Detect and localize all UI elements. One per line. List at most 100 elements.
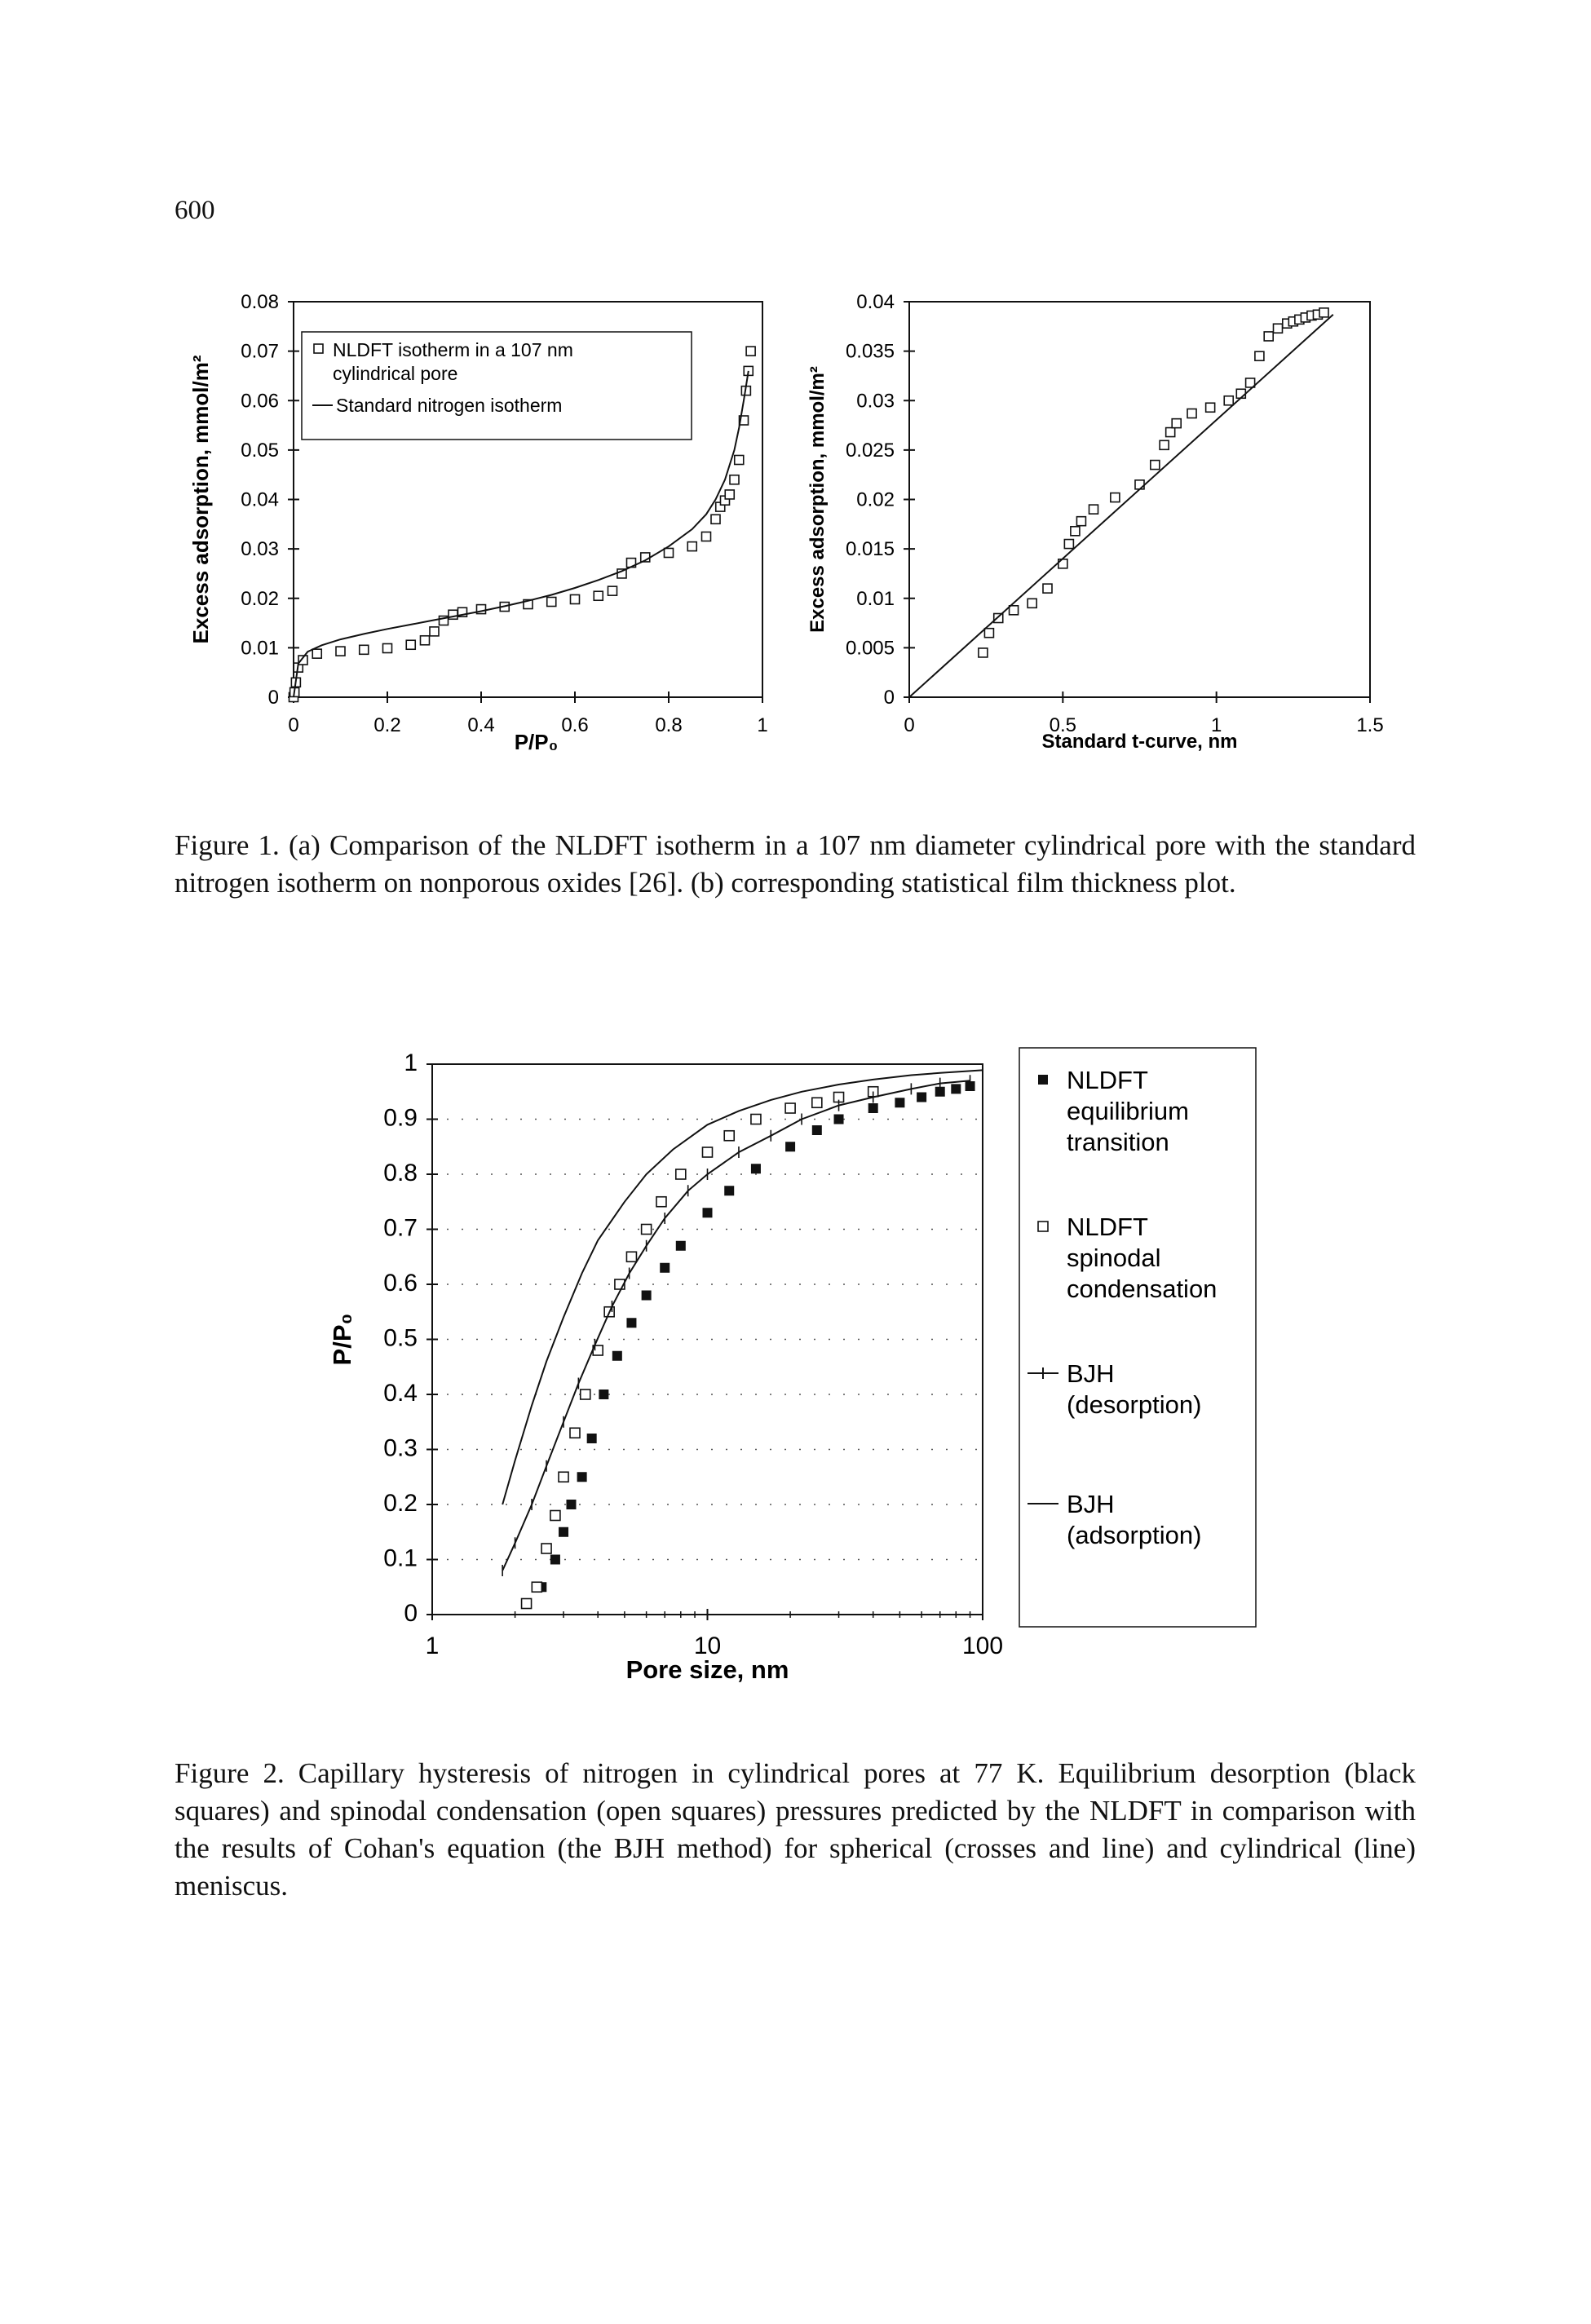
legend-label: BJH(adsorption) [1067,1490,1201,1549]
y-tick-label: 0 [884,687,895,709]
series-nldft-isotherm-in-a-107-nm-cylindrical-pore-point [546,596,557,608]
series-nldft-isotherm-in-a-107-nm-cylindrical-pore-point [710,514,721,525]
series-nldft-isotherm-in-a-107-nm-cylindrical-pore-point [745,346,756,356]
legend-marker-filled-square [1038,1075,1048,1085]
y-tick-label: 0.05 [241,440,279,462]
y-tick-label: 0.8 [383,1160,418,1186]
series-open-square-point [1263,331,1275,342]
series-nldft-equilibrium-transition-point [702,1208,713,1218]
series-open-square-point [1063,538,1075,550]
plot-frame [908,301,1371,698]
y-tick-label: 0.005 [846,637,895,659]
series-nldft-equilibrium-transition-point [724,1186,735,1196]
series-nldft-equilibrium-transition-point [559,1527,569,1537]
legend-label-line: (adsorption) [1067,1521,1201,1549]
series-nldft-isotherm-in-a-107-nm-cylindrical-pore-point [700,531,712,542]
series-nldft-equilibrium-transition-point [895,1098,905,1108]
series-nldft-equilibrium-transition-point [550,1554,560,1565]
page-number: 600 [175,196,215,225]
series-nldft-spinodal-condensation-point [625,1251,638,1263]
series-open-square-point [1223,395,1235,406]
series-nldft-spinodal-condensation-point [723,1129,736,1142]
y-axis-label: Excess adsorption, mmol/m² [807,366,829,633]
series-open-square-point [1272,323,1284,334]
y-axis-label: Excess adsorption, mmol/m² [188,355,213,643]
series-open-square-point [1244,378,1256,388]
series-nldft-equilibrium-transition-point [785,1142,796,1152]
y-tick-label: 0.04 [856,291,895,313]
legend-box [301,331,692,440]
series-nldft-spinodal-condensation-point [569,1427,581,1439]
legend-label-line: equilibrium [1067,1097,1189,1125]
series-nldft-spinodal-condensation-point [674,1169,687,1180]
series-nldft-isotherm-in-a-107-nm-cylindrical-pore-point [335,646,346,656]
x-tick-label: 0 [288,714,298,736]
series-open-square-point [1070,525,1081,537]
y-tick-label: 0.015 [846,538,895,560]
series-nldft-isotherm-in-a-107-nm-cylindrical-pore-point [687,541,698,552]
x-tick-label: 1.5 [1356,714,1383,736]
series-open-square-point [1204,402,1216,413]
series-open-square-point [983,627,995,638]
series-nldft-isotherm-in-a-107-nm-cylindrical-pore-point [593,590,604,602]
legend-label-line: spinodal [1067,1244,1160,1272]
series-nldft-spinodal-condensation-point [531,1581,543,1593]
legend-label-line: NLDFT [1067,1066,1148,1094]
x-tick-label: 0.6 [561,714,588,736]
legend-label-line: transition [1067,1128,1169,1156]
series-nldft-isotherm-in-a-107-nm-cylindrical-pore-point [298,655,308,665]
x-tick-label: 0 [904,714,914,736]
series-open-square-point [1165,426,1176,438]
y-tick-label: 0.02 [241,588,279,610]
series-open-square-point [1042,583,1053,594]
series-nldft-spinodal-condensation-point [701,1147,714,1158]
series-nldft-equilibrium-transition-point [577,1472,587,1482]
x-tick-label: 1 [757,714,767,736]
series-nldft-equilibrium-transition-point [566,1500,577,1509]
y-tick-label: 0.6 [383,1270,418,1297]
series-open-square-point [1008,604,1019,616]
series-nldft-equilibrium-transition-point [833,1114,844,1124]
legend-label: BJH(desorption) [1067,1359,1201,1419]
series-open-square-point [1187,408,1197,419]
series-open-square-point [1027,598,1037,609]
series-group [288,346,756,703]
series-nldft-spinodal-condensation-point [811,1097,823,1109]
x-tick-label: 10 [694,1633,721,1659]
y-tick-label: 0.2 [383,1490,418,1517]
legend-marker-open-square [313,343,324,354]
series-nldft-isotherm-in-a-107-nm-cylindrical-pore-point [738,415,749,426]
series-open-square-point [1171,418,1182,429]
series-nldft-spinodal-condensation-point [656,1195,667,1208]
y-tick-label: 0.3 [383,1435,418,1462]
series-nldft-isotherm-in-a-107-nm-cylindrical-pore-point [358,644,369,656]
x-axis-label: Standard t-curve, nm [1041,731,1237,753]
x-tick-label: 1 [1211,714,1222,736]
series-nldft-equilibrium-transition-point [951,1084,961,1094]
series-nldft-isotherm-in-a-107-nm-cylindrical-pore-point [419,634,431,646]
series-bjh-desorption-line [502,1080,970,1571]
y-tick-label: 1 [404,1049,418,1076]
series-nldft-isotherm-in-a-107-nm-cylindrical-pore-point [724,489,736,500]
legend-box [1019,1047,1257,1628]
y-tick-label: 0.035 [846,341,895,363]
series-nldft-spinodal-condensation-point [784,1102,796,1114]
y-axis-label: P/P₀ [328,1314,356,1366]
series-nldft-equilibrium-transition-point [811,1125,822,1135]
series-nldft-equilibrium-transition-point [626,1318,637,1328]
series-nldft-spinodal-condensation-point [541,1543,552,1554]
y-tick-label: 0.03 [241,538,279,560]
series-open-square-point [1159,440,1169,451]
series-nldft-isotherm-in-a-107-nm-cylindrical-pore-point [382,643,393,654]
y-tick-label: 0.04 [241,489,279,511]
y-tick-label: 0.08 [241,291,279,313]
x-tick-label: 0.8 [655,714,682,736]
series-open-square-point [1110,492,1120,503]
series-nldft-spinodal-condensation-point [750,1113,762,1125]
series-open-square-point [1134,479,1145,490]
